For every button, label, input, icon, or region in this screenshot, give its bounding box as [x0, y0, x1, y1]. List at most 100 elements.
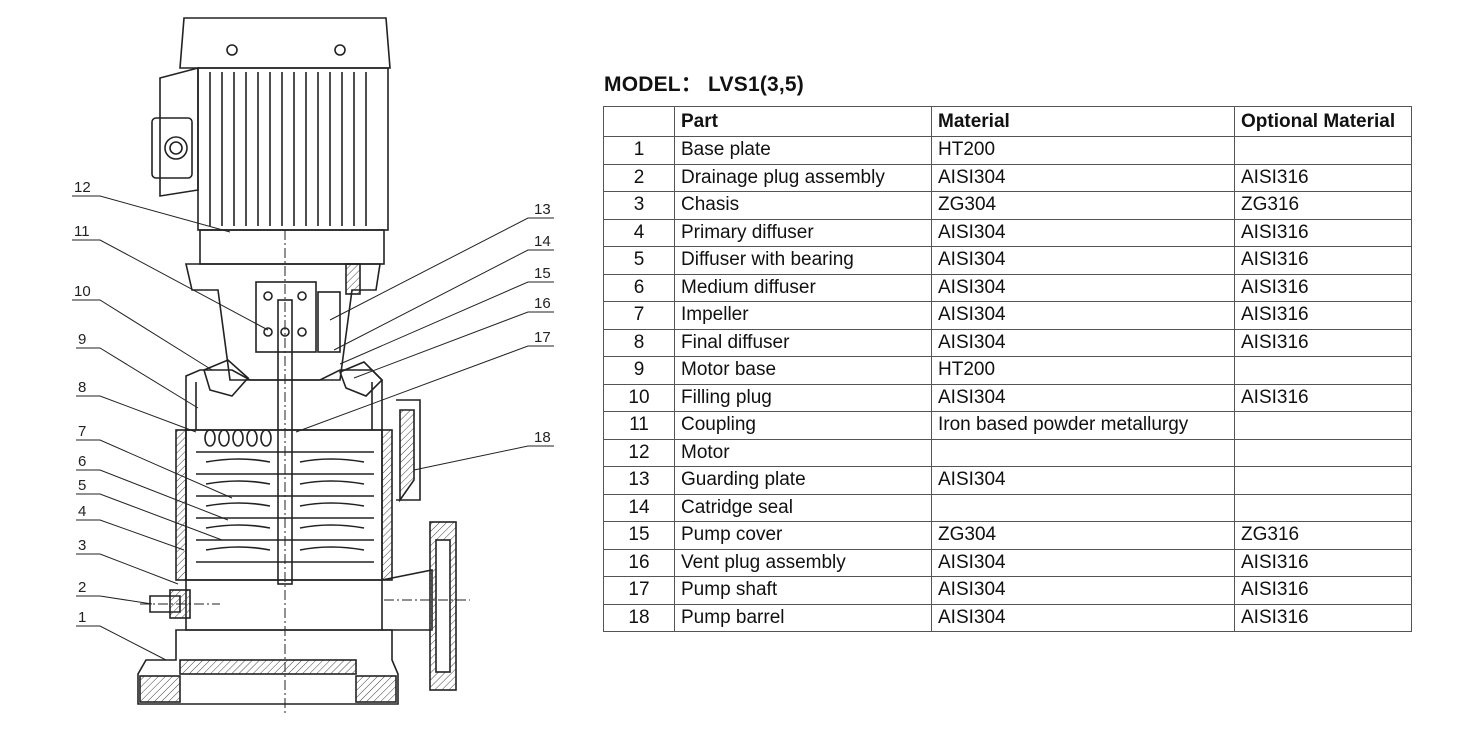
model-title: MODEL： LVS1(3,5): [604, 73, 805, 96]
cell-part: Final diffuser: [674, 328, 932, 357]
cell-part: Motor base: [674, 356, 932, 385]
callout-7: 7: [78, 423, 86, 440]
cell-number: 4: [603, 218, 675, 247]
cell-optional-material: AISI316: [1234, 603, 1412, 632]
coupling: [255, 281, 317, 353]
cell-part: Coupling: [674, 411, 932, 440]
cell-part: Impeller: [674, 301, 932, 330]
base-plate: [137, 629, 399, 705]
cell-optional-material: ZG316: [1234, 191, 1412, 220]
callout-5: 5: [78, 477, 86, 494]
cell-number: 1: [603, 136, 675, 165]
cell-part: Pump cover: [674, 521, 932, 550]
cell-part: Diffuser with bearing: [674, 246, 932, 275]
cell-optional-material: [1234, 136, 1412, 165]
motor-fins: [209, 72, 367, 226]
cell-optional-material: [1234, 493, 1412, 522]
cell-part: Pump shaft: [674, 576, 932, 605]
pump-shaft: [277, 299, 293, 585]
cell-optional-material: AISI316: [1234, 246, 1412, 275]
callout-2: 2: [78, 579, 86, 596]
cell-material: AISI304: [931, 273, 1235, 302]
cell-material: HT200: [931, 136, 1235, 165]
vent-plug: [338, 361, 384, 397]
terminal-box: [159, 66, 199, 197]
cell-optional-material: [1234, 411, 1412, 440]
callout-12: 12: [74, 179, 91, 196]
cell-number: 8: [603, 328, 675, 357]
cell-part: Vent plug assembly: [674, 548, 932, 577]
header-optional-material: Optional Material: [1234, 106, 1412, 137]
cell-optional-material: AISI316: [1234, 328, 1412, 357]
cell-material: ZG304: [931, 521, 1235, 550]
cell-number: 6: [603, 273, 675, 302]
cell-number: 2: [603, 163, 675, 192]
cell-part: Motor: [674, 438, 932, 467]
callout-8: 8: [78, 379, 86, 396]
cell-material: AISI304: [931, 218, 1235, 247]
cell-part: Pump barrel: [674, 603, 932, 632]
cell-material: AISI304: [931, 603, 1235, 632]
cell-optional-material: AISI316: [1234, 218, 1412, 247]
cell-part: Catridge seal: [674, 493, 932, 522]
cell-optional-material: [1234, 356, 1412, 385]
cell-optional-material: AISI316: [1234, 163, 1412, 192]
diffuser-holes: [204, 429, 272, 447]
cell-optional-material: AISI316: [1234, 273, 1412, 302]
cell-number: 3: [603, 191, 675, 220]
cell-material: AISI304: [931, 383, 1235, 412]
cell-material: AISI304: [931, 163, 1235, 192]
cell-number: 18: [603, 603, 675, 632]
cell-number: 9: [603, 356, 675, 385]
cell-optional-material: AISI316: [1234, 548, 1412, 577]
cell-material: Iron based powder metallurgy: [931, 411, 1235, 440]
cell-part: Medium diffuser: [674, 273, 932, 302]
callout-1: 1: [78, 609, 86, 626]
cell-number: 16: [603, 548, 675, 577]
callout-9: 9: [78, 331, 86, 348]
motor-flange: [199, 229, 385, 265]
header-number: [603, 106, 675, 137]
callout-15: 15: [534, 265, 551, 282]
cell-material: [931, 438, 1235, 467]
motor-base: [184, 263, 381, 381]
cell-number: 10: [603, 383, 675, 412]
header-part: Part: [674, 106, 932, 137]
cell-material: AISI304: [931, 548, 1235, 577]
callout-10: 10: [74, 283, 91, 300]
cell-optional-material: AISI316: [1234, 576, 1412, 605]
callout-numbers: 12 11 10 9 8 7 6 5 4 3 2 1 13 14 15 16 1…: [74, 179, 551, 626]
leader-lines: [72, 195, 554, 661]
cell-part: Base plate: [674, 136, 932, 165]
callout-16: 16: [534, 295, 551, 312]
cell-optional-material: [1234, 466, 1412, 495]
cell-material: AISI304: [931, 301, 1235, 330]
cell-material: ZG304: [931, 191, 1235, 220]
callout-13: 13: [534, 201, 551, 218]
callout-17: 17: [534, 329, 551, 346]
callout-6: 6: [78, 453, 86, 470]
cell-material: AISI304: [931, 466, 1235, 495]
cell-part: Chasis: [674, 191, 932, 220]
callout-18: 18: [534, 429, 551, 446]
header-material: Material: [931, 106, 1235, 137]
cell-material: AISI304: [931, 576, 1235, 605]
filling-plug: [203, 359, 250, 397]
cell-number: 15: [603, 521, 675, 550]
cell-material: AISI304: [931, 246, 1235, 275]
cell-number: 14: [603, 493, 675, 522]
